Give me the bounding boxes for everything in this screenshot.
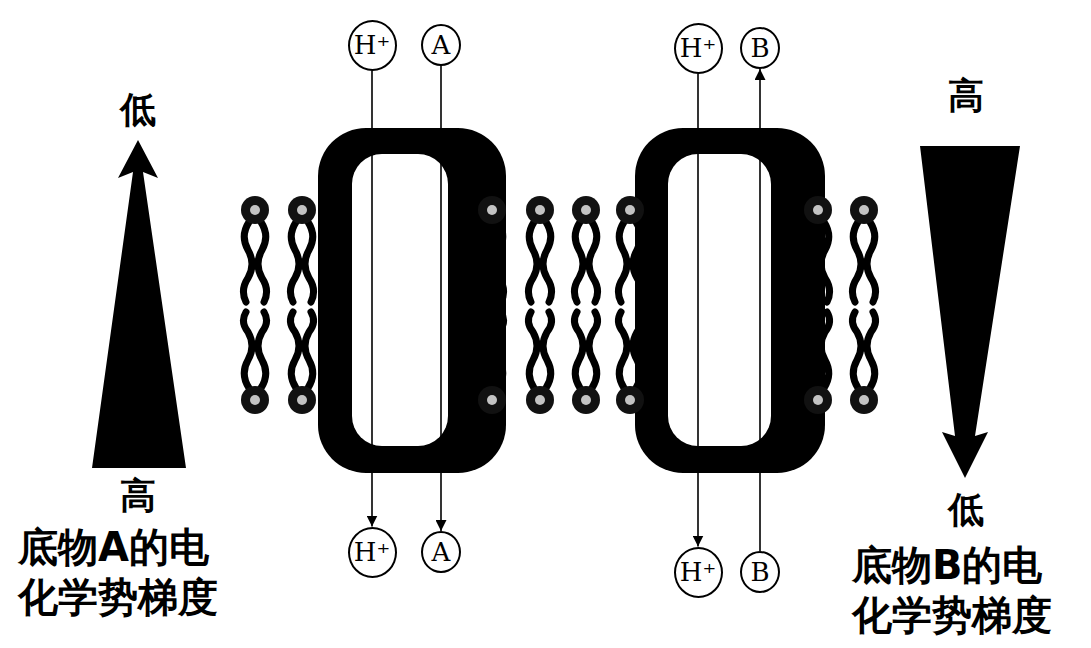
transport-arrow bbox=[371, 71, 373, 527]
gradient-level: 高 bbox=[948, 78, 984, 114]
gradient-level: 高 bbox=[120, 478, 156, 514]
ion-circle: H⁺ bbox=[348, 20, 397, 71]
ion-label: B bbox=[750, 35, 769, 61]
transport-arrow bbox=[759, 69, 761, 551]
ion-label: H⁺ bbox=[680, 559, 716, 585]
ion-label: A bbox=[432, 539, 451, 565]
ion-circle: H⁺ bbox=[674, 547, 723, 598]
gradient-level: 低 bbox=[948, 492, 984, 528]
ion-label: B bbox=[750, 559, 769, 585]
ion-circle: H⁺ bbox=[674, 23, 723, 74]
ion-circle: A bbox=[421, 24, 461, 66]
gradient-arrow bbox=[920, 146, 1020, 478]
gradient-arrow bbox=[92, 140, 186, 468]
gradient-caption: 底物B的电化学势梯度 bbox=[852, 540, 1054, 640]
ion-label: H⁺ bbox=[354, 32, 390, 58]
ion-circle: B bbox=[740, 27, 780, 69]
gradient-caption: 底物A的电化学势梯度 bbox=[18, 522, 220, 622]
ion-label: H⁺ bbox=[354, 539, 390, 565]
ion-label: A bbox=[432, 32, 451, 58]
ion-circle: B bbox=[740, 551, 780, 593]
transporter-protein bbox=[635, 128, 825, 473]
ion-circle: A bbox=[421, 531, 461, 573]
ion-label: H⁺ bbox=[680, 35, 716, 61]
ion-circle: H⁺ bbox=[348, 527, 397, 578]
transport-arrow bbox=[697, 74, 699, 547]
transport-arrow bbox=[440, 66, 442, 531]
transporter-protein bbox=[318, 128, 506, 473]
gradient-level: 低 bbox=[120, 92, 156, 128]
